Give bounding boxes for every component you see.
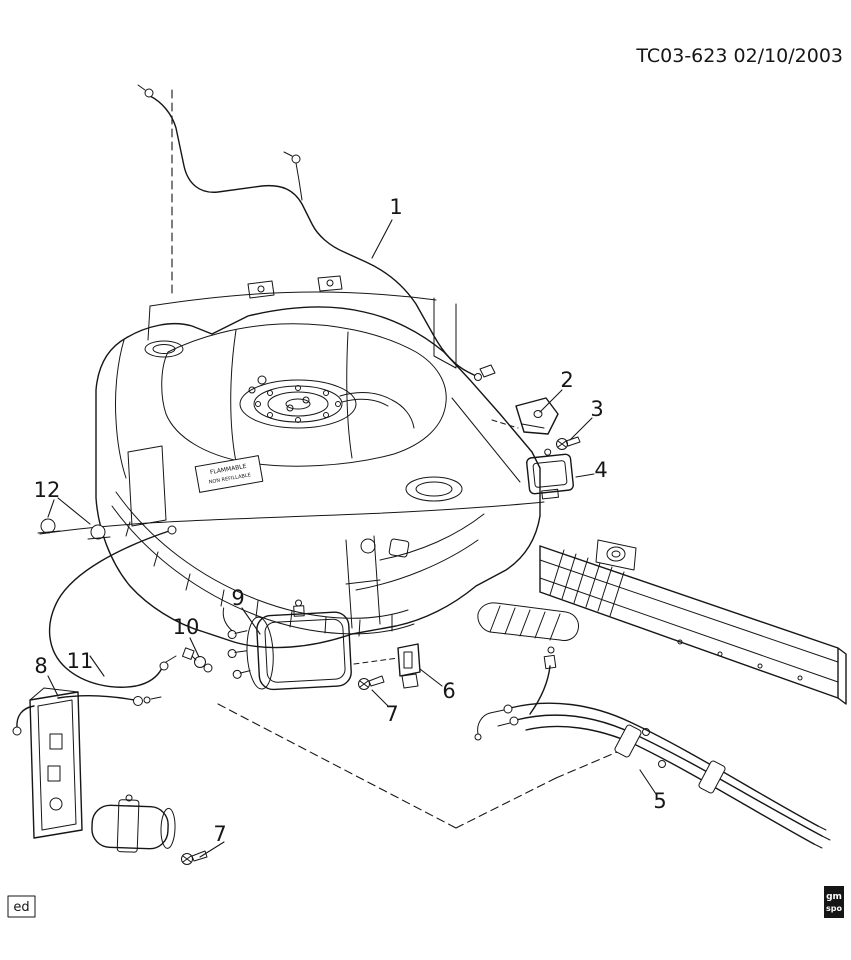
bolt	[556, 436, 581, 450]
gm-spo-badge: gm spo	[824, 886, 844, 918]
callout-1: 1	[389, 195, 402, 219]
pipe-fitting-icon	[144, 88, 154, 98]
callout-7b: 7	[213, 822, 226, 846]
frame-rail	[477, 539, 847, 705]
purge-valve	[182, 647, 213, 673]
filler-cap-icon	[144, 340, 184, 358]
vent-pipe	[137, 84, 496, 381]
hose-fitting-icon	[12, 726, 22, 736]
clip-icon	[40, 518, 56, 534]
evap-canister	[222, 599, 352, 691]
pipe-clips	[37, 501, 545, 540]
gm-badge-line2: spo	[826, 904, 842, 913]
fuel-tank-pressure-sensor	[526, 448, 574, 500]
callout-numbers: 1 2 3 4 5 6 7 7 8 9 10 11 12	[34, 195, 667, 846]
construction-lines	[171, 89, 637, 829]
callout-10: 10	[173, 615, 200, 639]
drawing-code: TC03-623 02/10/2003	[635, 45, 843, 67]
callout-4: 4	[594, 458, 607, 482]
vent-hose	[48, 525, 177, 688]
fuel-pump-module	[239, 379, 357, 429]
clip-icon	[90, 524, 106, 540]
callout-12: 12	[34, 478, 61, 502]
callout-11: 11	[67, 649, 94, 673]
callout-6: 6	[442, 679, 455, 703]
fuel-tank-assembly: FLAMMABLE NON REFILLABLE	[95, 275, 541, 649]
editor-badge-text: ed	[13, 900, 29, 915]
callout-2: 2	[560, 368, 573, 392]
callout-8: 8	[34, 654, 47, 678]
line-clip-bracket	[397, 643, 421, 689]
fuel-lines	[474, 646, 831, 849]
pipe-fitting-icon	[291, 154, 301, 164]
canister-bracket-cylinder	[91, 794, 176, 853]
callout-leaders	[47, 219, 657, 858]
callout-9: 9	[231, 586, 244, 610]
hose-fitting-icon	[159, 661, 169, 671]
mounting-bracket	[12, 687, 162, 839]
line-clip-icon	[614, 724, 642, 758]
line-fitting-icon	[509, 716, 519, 726]
line-clip-icon	[698, 760, 726, 794]
tank-warning-label: FLAMMABLE NON REFILLABLE	[194, 455, 264, 493]
line-fitting-icon	[503, 704, 513, 714]
rail-tab	[595, 539, 637, 571]
callout-5: 5	[653, 789, 666, 813]
screw-upper	[358, 675, 385, 690]
callout-7a: 7	[385, 702, 398, 726]
hose-fitting-icon	[167, 525, 177, 535]
sensor-bracket	[515, 397, 559, 435]
editor-badge: ed	[7, 895, 36, 918]
crossmember-bar	[477, 602, 579, 641]
hose-fitting-icon	[133, 696, 143, 706]
screw-lower	[181, 850, 208, 865]
callout-3: 3	[590, 397, 603, 421]
gm-badge-line1: gm	[826, 892, 842, 902]
pipe-fitting-icon	[474, 373, 482, 381]
